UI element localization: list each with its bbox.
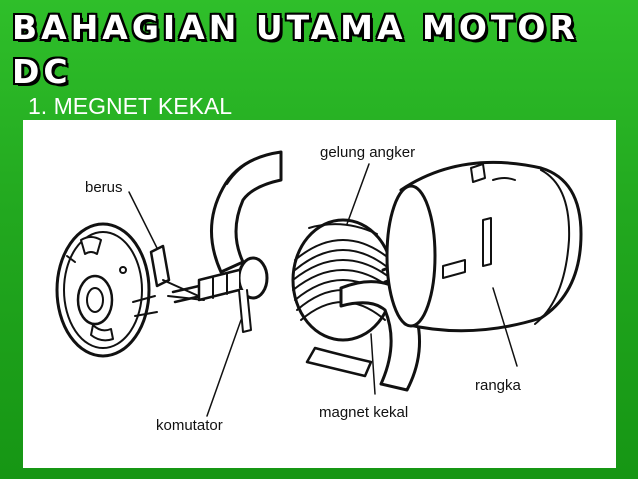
commutator-drawing (171, 256, 269, 333)
motor-diagram-panel: gelung angker berus rangka komutator mag… (23, 120, 616, 468)
label-komutator: komutator (156, 417, 223, 434)
leader-lines (128, 163, 518, 417)
upper-magnet-drawing (210, 150, 283, 274)
dc-motor-exploded-diagram: gelung angker berus rangka komutator mag… (55, 144, 583, 434)
label-berus: berus (85, 179, 123, 196)
label-gelung-angker: gelung angker (320, 144, 415, 161)
frame-housing-drawing (385, 160, 583, 333)
label-magnet-kekal: magnet kekal (319, 404, 408, 421)
label-rangka: rangka (475, 377, 522, 394)
end-plate-drawing (55, 222, 158, 358)
slide-title: BAHAGIAN UTAMA MOTOR DC (12, 8, 579, 91)
slide-subtitle: 1. MEGNET KEKAL (28, 93, 233, 119)
